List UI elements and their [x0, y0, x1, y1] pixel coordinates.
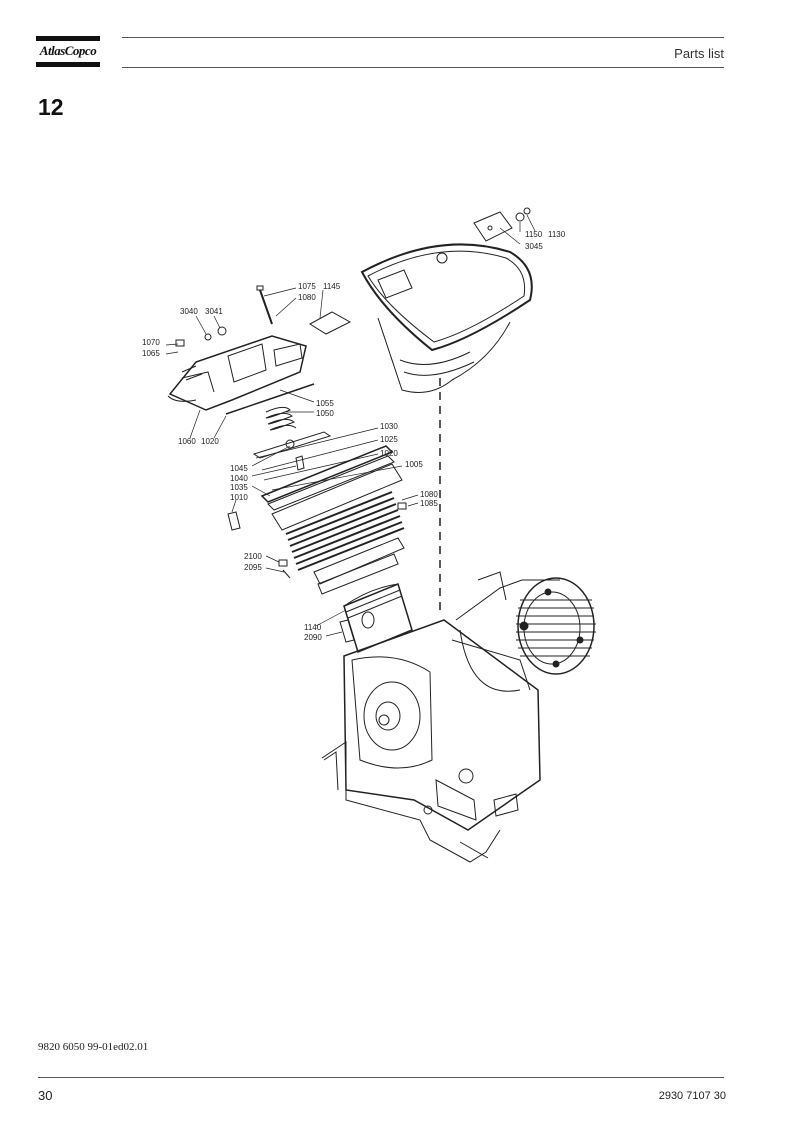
callout-label: 2095 — [244, 563, 262, 572]
document-id: 9820 6050 99-01ed02.01 — [38, 1041, 149, 1053]
callout-label: 1085 — [420, 499, 438, 508]
callout-label: 1145 — [323, 282, 341, 291]
callout-label: 1035 — [230, 483, 248, 492]
gasket-plate-part — [309, 311, 352, 335]
callout-label: 1005 — [405, 460, 423, 469]
callout-label: 1025 — [380, 435, 398, 444]
logo-bar-bottom — [36, 62, 100, 67]
callout-label: 1020 — [380, 449, 398, 458]
callout-label: 1060 — [178, 437, 196, 446]
section-title: Parts list — [674, 46, 724, 61]
callout-label: 1075 — [298, 282, 316, 291]
clip-part — [278, 559, 288, 567]
callout-label: 1080 — [420, 490, 438, 499]
cylinder-head-part — [167, 335, 307, 411]
piston-part — [343, 582, 413, 654]
footer-rule — [38, 1077, 724, 1078]
callout-labels: 1130 1150 3045 1075 1145 1080 3040 3041 … — [142, 230, 566, 642]
valve-spring-part — [265, 406, 297, 431]
logo-text: AtlasCopco — [39, 43, 97, 58]
head-gasket-part — [225, 383, 315, 415]
part-number: 2930 7107 30 — [658, 1090, 726, 1102]
callout-label: 1130 — [548, 230, 566, 239]
page-number: 30 — [38, 1088, 53, 1103]
piston-pin-part — [339, 619, 355, 643]
valve-plate-part — [252, 431, 395, 511]
small-fitting-part — [397, 502, 407, 510]
filter-housing-part — [360, 243, 533, 393]
nut-part — [204, 333, 212, 341]
logo-bar-top — [36, 36, 100, 41]
plug-part — [175, 339, 185, 347]
callout-label: 2100 — [244, 552, 262, 561]
callout-label: 1080 — [298, 293, 316, 302]
callout-label: 1010 — [230, 493, 248, 502]
callout-leaders — [165, 214, 536, 637]
callout-label: 1150 — [525, 230, 543, 239]
cover-plate-part — [473, 207, 531, 242]
header-rule-bottom — [122, 67, 724, 68]
callout-label: 1055 — [316, 399, 334, 408]
callout-label: 3041 — [205, 307, 223, 316]
washer-part — [217, 326, 227, 336]
flywheel-part — [451, 571, 596, 692]
callout-label: 1140 — [304, 623, 322, 632]
header-rule-top — [122, 37, 724, 38]
page-heading: 12 — [38, 94, 64, 120]
crankcase-part — [321, 619, 541, 863]
bolt-part — [256, 285, 273, 325]
callout-label: 1070 — [142, 338, 160, 347]
callout-label: 1030 — [380, 422, 398, 431]
callout-label: 1045 — [230, 464, 248, 473]
callout-label: 1020 — [201, 437, 219, 446]
callout-label: 1065 — [142, 349, 160, 358]
callout-label: 1050 — [316, 409, 334, 418]
callout-label: 3040 — [180, 307, 198, 316]
callout-label: 1040 — [230, 474, 248, 483]
dowel-pin-part — [227, 511, 241, 531]
callout-label: 3045 — [525, 242, 543, 251]
callout-label: 2090 — [304, 633, 322, 642]
atlas-copco-logo: AtlasCopco — [36, 36, 100, 68]
cylinder-part — [271, 463, 405, 595]
